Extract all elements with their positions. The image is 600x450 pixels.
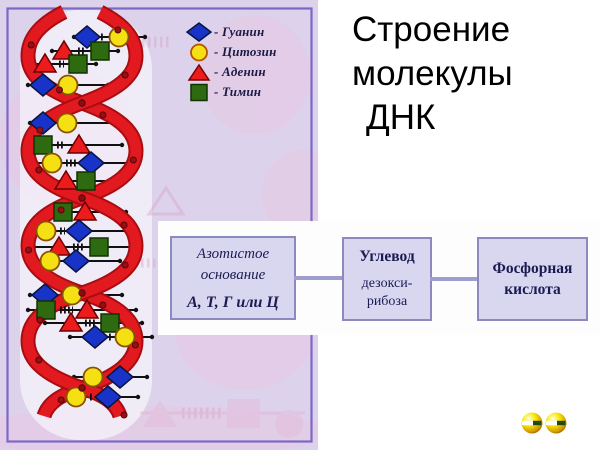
legend-label: - Гуанин xyxy=(214,24,265,39)
carbohydrate-box: Углевод дезокси- рибоза xyxy=(342,237,432,321)
legend-item-guanine: - Гуанин xyxy=(184,22,277,42)
cytosine-circle-icon xyxy=(184,43,214,62)
nav-ball-left-icon[interactable] xyxy=(521,412,543,434)
box-line: А, Т, Г или Ц xyxy=(187,293,279,311)
adenine-triangle-icon xyxy=(184,63,214,82)
thymine-square-icon xyxy=(184,83,214,102)
box-line: Азотистое xyxy=(196,245,270,262)
box-line: Углевод xyxy=(359,247,415,265)
nucleotide-shapes xyxy=(28,25,136,409)
box-line: Фосфорная xyxy=(492,260,573,277)
legend-item-cytosine: - Цитозин xyxy=(184,42,277,62)
box-line: кислота xyxy=(504,281,561,298)
box-line: основание xyxy=(200,266,266,283)
connector-line-1 xyxy=(294,276,344,280)
nav-balls[interactable] xyxy=(512,410,572,436)
legend-label: - Тимин xyxy=(214,84,262,99)
legend: - Гуанин - Цитозин - Аденин - Тимин xyxy=(184,22,277,102)
connector-line-2 xyxy=(430,277,479,281)
legend-item-thymine: - Тимин xyxy=(184,82,277,102)
title-line: ДНК xyxy=(366,98,436,137)
guanine-diamond-icon xyxy=(184,22,214,42)
nitrogen-base-box: Азотистое основание А, Т, Г или Ц xyxy=(170,236,296,320)
watermark-shapes xyxy=(130,36,305,438)
nav-ball-right-icon[interactable] xyxy=(545,412,567,434)
legend-label: - Цитозин xyxy=(214,44,277,59)
box-line: рибоза xyxy=(366,293,408,309)
phosphoric-acid-box: Фосфорная кислота xyxy=(477,237,588,321)
legend-label: - Аденин xyxy=(214,64,266,79)
title-line: молекулы xyxy=(352,54,513,93)
slide-title: Строение молекулы ДНК xyxy=(352,8,513,140)
title-line: Строение xyxy=(352,10,511,49)
legend-item-adenine: - Аденин xyxy=(184,62,277,82)
ribbon-dots xyxy=(25,26,139,419)
box-line: дезокси- xyxy=(361,275,413,291)
